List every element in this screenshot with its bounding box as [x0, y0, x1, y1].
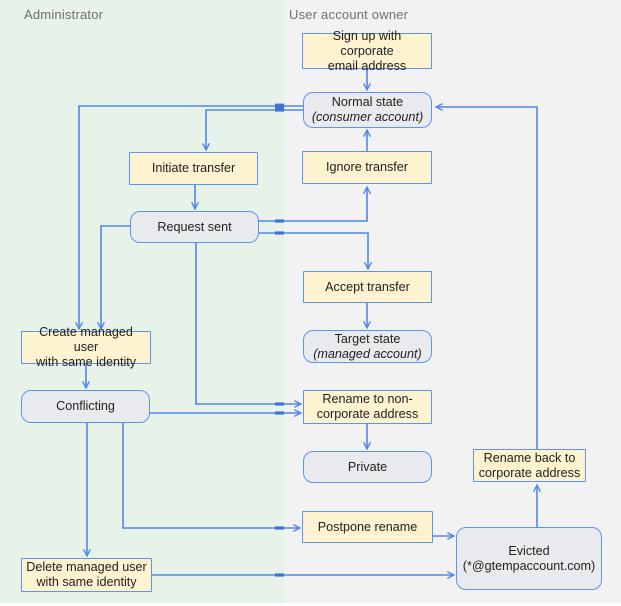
lane-crossing-mark — [275, 573, 284, 577]
node-rename-to-non-corporate-address: Rename to non- corporate address — [303, 390, 432, 424]
node-sublabel: (managed account) — [313, 346, 422, 361]
node-label: Create managed user — [39, 325, 133, 354]
node-label: Delete managed user — [26, 560, 147, 574]
lane-crossing-mark — [275, 411, 284, 415]
lane-crossing-mark — [275, 103, 284, 112]
node-label: with same identity — [36, 575, 137, 589]
node-label: corporate address — [316, 407, 419, 421]
node-label: Rename to non- — [322, 392, 413, 406]
node-target-state: Target state (managed account) — [303, 330, 432, 363]
edge-rename-back-to-normal — [434, 102, 538, 449]
edge-request-to-create — [96, 225, 130, 331]
lane-title-user-account-owner: User account owner — [289, 7, 409, 22]
node-label: Request sent — [157, 219, 232, 234]
node-label: with same identity — [35, 355, 137, 369]
node-delete-managed-user: Delete managed user with same identity — [21, 558, 152, 592]
edge-request-to-accept — [259, 232, 373, 271]
node-label: Evicted — [508, 543, 550, 558]
edge-request-to-rename-non — [195, 243, 303, 409]
node-label: Ignore transfer — [326, 160, 408, 174]
edge-request-to-ignore — [259, 185, 372, 222]
node-sign-up-with-corporate-email: Sign up with corporate email address — [302, 29, 432, 73]
node-sublabel: (consumer account) — [311, 110, 424, 124]
node-private: Private — [303, 451, 432, 483]
lane-crossing-mark — [275, 526, 284, 530]
node-label: Target state — [334, 331, 401, 346]
node-label: corporate address — [478, 465, 581, 480]
node-request-sent: Request sent — [130, 211, 259, 243]
lane-crossing-mark — [275, 219, 284, 223]
edge-normal-to-initiate — [201, 109, 303, 152]
node-label: email address — [327, 58, 407, 73]
lane-crossing-mark — [275, 231, 284, 235]
node-normal-state: Normal state (consumer account) — [303, 92, 432, 128]
node-label: Private — [347, 459, 388, 474]
node-label: Normal state — [331, 95, 404, 109]
node-create-managed-user: Create managed user with same identity — [21, 325, 151, 369]
edge-normal-to-create — [74, 105, 303, 331]
node-evicted: Evicted (*@gtempaccount.com) — [456, 527, 602, 590]
node-sublabel: (*@gtempaccount.com) — [462, 558, 596, 573]
node-label: Rename back to — [483, 450, 576, 465]
node-label: Postpone rename — [317, 519, 418, 534]
node-ignore-transfer: Ignore transfer — [302, 151, 432, 184]
lane-administrator — [0, 0, 285, 603]
node-conflicting: Conflicting — [21, 390, 150, 423]
lane-crossing-mark — [275, 402, 284, 406]
node-postpone-rename: Postpone rename — [302, 511, 433, 543]
edge-conflicting-to-postpone — [122, 423, 302, 533]
lane-title-administrator: Administrator — [24, 7, 104, 22]
node-label: Accept transfer — [325, 279, 410, 294]
node-label: Sign up with corporate — [332, 28, 402, 58]
node-initiate-transfer: Initiate transfer — [129, 152, 258, 185]
node-accept-transfer: Accept transfer — [303, 271, 432, 303]
node-rename-back-to-corporate-address: Rename back to corporate address — [473, 449, 586, 482]
node-label: Initiate transfer — [151, 161, 236, 175]
node-label: Conflicting — [56, 399, 115, 413]
